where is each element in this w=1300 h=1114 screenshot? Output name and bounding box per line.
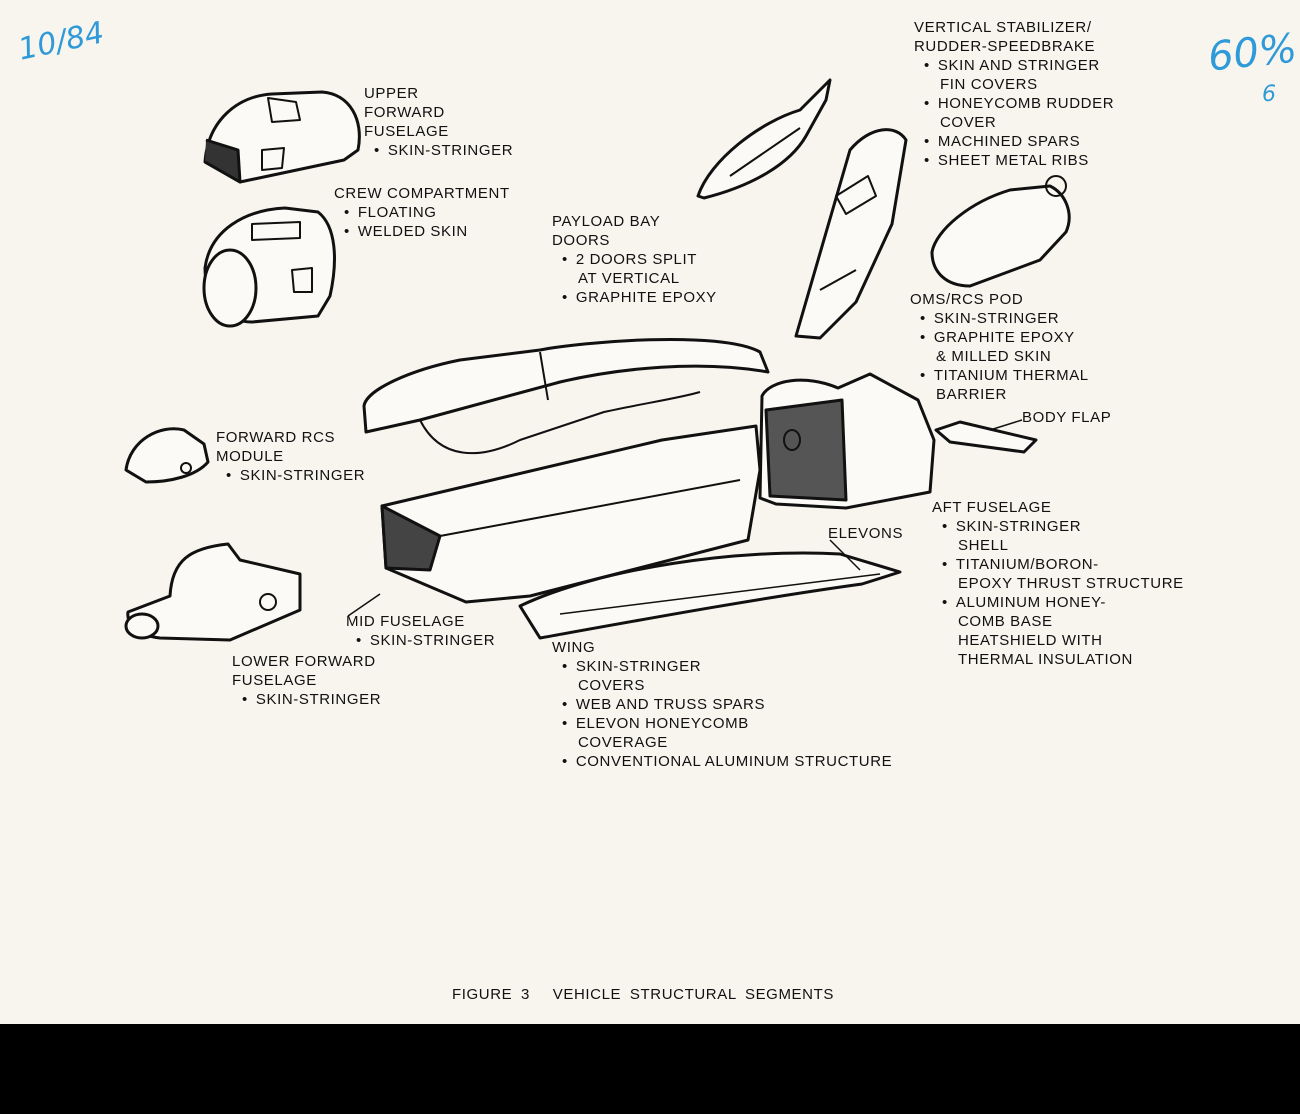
label-elevons: ELEVONS: [828, 525, 904, 542]
mid-fuselage-drawing: [380, 424, 762, 604]
label-upper-forward-fuselage: UPPER FORWARD FUSELAGE SKIN-STRINGER: [364, 84, 513, 160]
upper-forward-fuselage-drawing: [203, 90, 361, 184]
leader-mid-fuselage: [347, 593, 381, 617]
label-body-flap: BODY FLAP: [1022, 409, 1112, 426]
aft-fuselage-drawing: [758, 372, 936, 510]
handwritten-subscript: 6: [1262, 82, 1276, 107]
label-forward-rcs-module: FORWARD RCS MODULE SKIN-STRINGER: [216, 428, 365, 485]
shuttle-exploded-diagram: [124, 78, 1071, 642]
leader-body-flap: [989, 419, 1023, 431]
figure-number: FIGURE 3: [452, 986, 530, 1003]
crew-compartment-drawing: [202, 206, 336, 328]
figure-caption: FIGURE 3 VEHICLE STRUCTURAL SEGMENTS: [452, 986, 834, 1003]
wing-drawing: [518, 551, 902, 640]
rudder-speedbrake-drawing: [696, 78, 832, 200]
payload-bay-doors-drawing: [362, 337, 770, 455]
figure-title: VEHICLE STRUCTURAL SEGMENTS: [552, 986, 834, 1003]
oms-rcs-pod-drawing: [930, 175, 1071, 288]
label-payload-bay-doors: PAYLOAD BAY DOORS 2 DOORS SPLIT AT VERTI…: [552, 212, 717, 307]
label-wing: WING SKIN-STRINGER COVERS WEB AND TRUSS …: [552, 638, 892, 771]
label-aft-fuselage: AFT FUSELAGE SKIN-STRINGER SHELL TITANIU…: [932, 498, 1184, 669]
forward-rcs-module-drawing: [124, 427, 210, 484]
body-flap-drawing: [934, 420, 1038, 454]
label-vertical-stabilizer: VERTICAL STABILIZER/ RUDDER-SPEEDBRAKE S…: [914, 18, 1114, 170]
label-lower-forward-fuselage: LOWER FORWARD FUSELAGE SKIN-STRINGER: [232, 652, 381, 709]
black-bottom-band: [0, 1024, 1300, 1114]
label-oms-rcs-pod: OMS/RCS POD SKIN-STRINGER GRAPHITE EPOXY…: [910, 290, 1089, 404]
vertical-stabilizer-drawing: [794, 128, 908, 340]
label-mid-fuselage: MID FUSELAGE SKIN-STRINGER: [346, 612, 495, 650]
label-crew-compartment: CREW COMPARTMENT FLOATING WELDED SKIN: [334, 184, 510, 241]
leader-elevons: [829, 539, 861, 571]
lower-forward-fuselage-drawing: [124, 542, 302, 642]
